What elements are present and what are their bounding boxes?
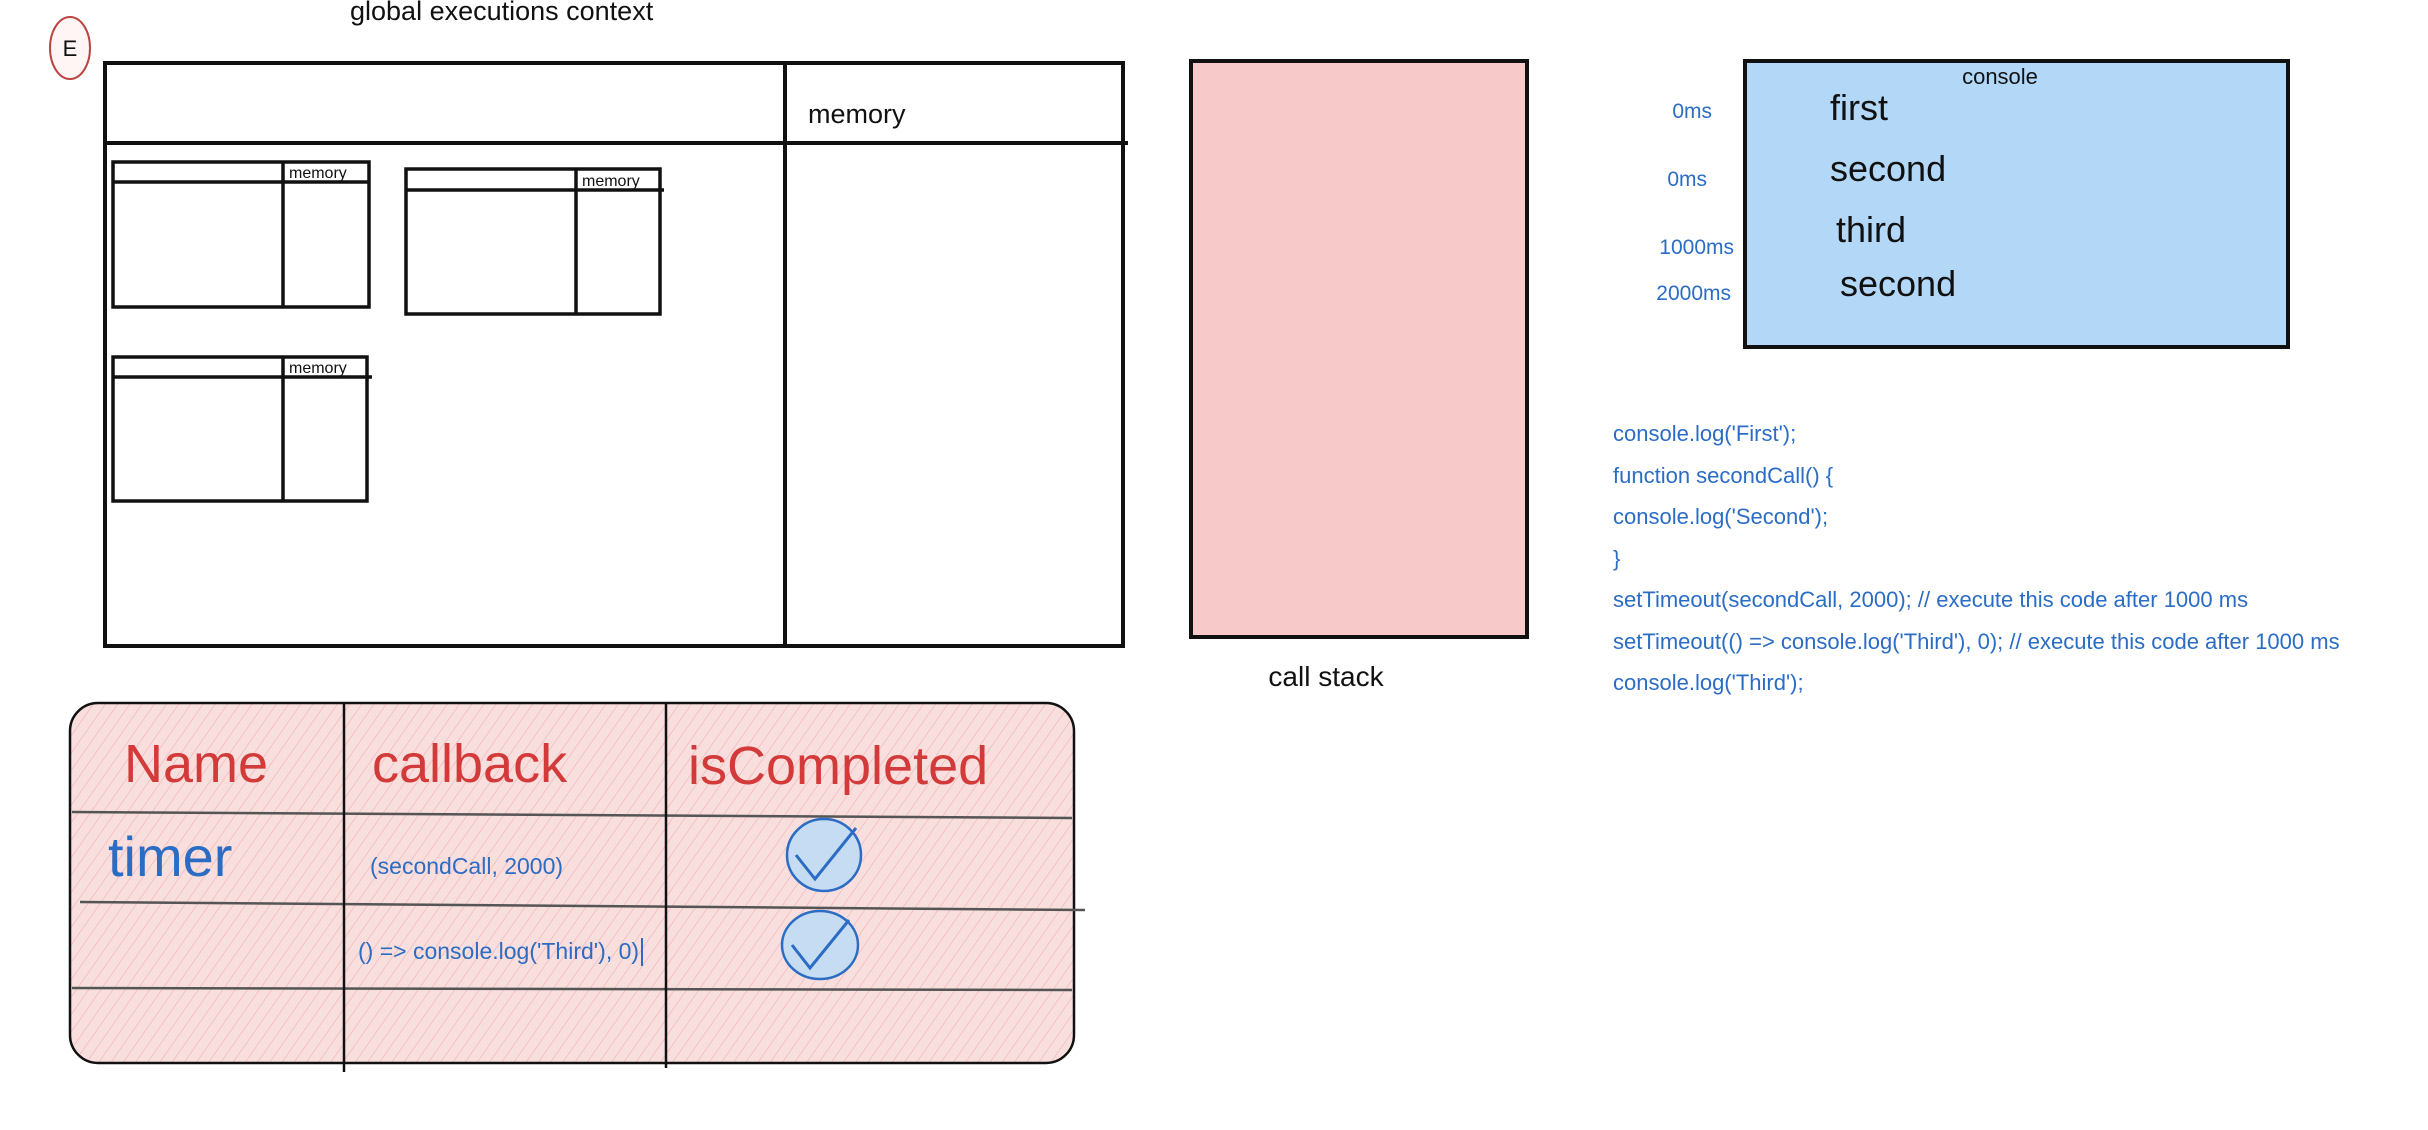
inner-execution-box: memory — [404, 167, 664, 316]
global-execution-context: memory memory memory memory — [103, 61, 1128, 648]
table-cell-callback: () => console.log('Third'), 0) — [358, 938, 639, 964]
console-time: 2000ms — [1656, 282, 1731, 305]
table-header: callback — [372, 734, 568, 794]
inner-memory-label: memory — [289, 165, 347, 182]
table-cell-callback: (secondCall, 2000) — [370, 853, 563, 879]
code-line: console.log('Third'); — [1613, 670, 1804, 695]
console-panel: console 0ms first 0ms second 1000ms thir… — [1656, 59, 2290, 349]
console-output: first — [1830, 87, 1888, 128]
console-time: 1000ms — [1659, 236, 1734, 259]
code-line: setTimeout(secondCall, 2000); // execute… — [1613, 587, 2248, 612]
code-line: console.log('Second'); — [1613, 504, 1828, 529]
console-title: console — [1962, 64, 2038, 89]
console-time: 0ms — [1667, 168, 1707, 191]
avatar-letter: E — [63, 36, 78, 61]
gec-title: global executions context — [350, 0, 654, 26]
call-stack-label: call stack — [1268, 661, 1384, 692]
code-line: console.log('First'); — [1613, 421, 1796, 446]
call-stack: call stack — [1189, 59, 1529, 692]
inner-execution-box: memory — [111, 355, 372, 503]
table-cell-name: timer — [108, 825, 232, 888]
code-line: } — [1613, 546, 1620, 571]
inner-memory-label: memory — [289, 360, 347, 377]
console-time: 0ms — [1672, 100, 1712, 123]
console-output: third — [1836, 209, 1906, 250]
avatar[interactable]: E — [49, 16, 91, 80]
gec-memory-label: memory — [808, 99, 906, 129]
code-line: setTimeout(() => console.log('Third'), 0… — [1613, 629, 2340, 654]
table-header: Name — [124, 734, 268, 794]
check-icon — [780, 909, 860, 981]
console-output: second — [1830, 148, 1946, 189]
inner-memory-label: memory — [582, 173, 640, 190]
console-output: second — [1840, 263, 1956, 304]
timer-table: Name callback isCompleted timer (secondC… — [68, 701, 1086, 1072]
inner-execution-box: memory — [111, 160, 371, 309]
code-snippet: console.log('First'); function secondCal… — [1613, 421, 2340, 695]
check-icon — [785, 817, 863, 893]
code-line: function secondCall() { — [1613, 463, 1833, 488]
table-header: isCompleted — [688, 736, 988, 796]
